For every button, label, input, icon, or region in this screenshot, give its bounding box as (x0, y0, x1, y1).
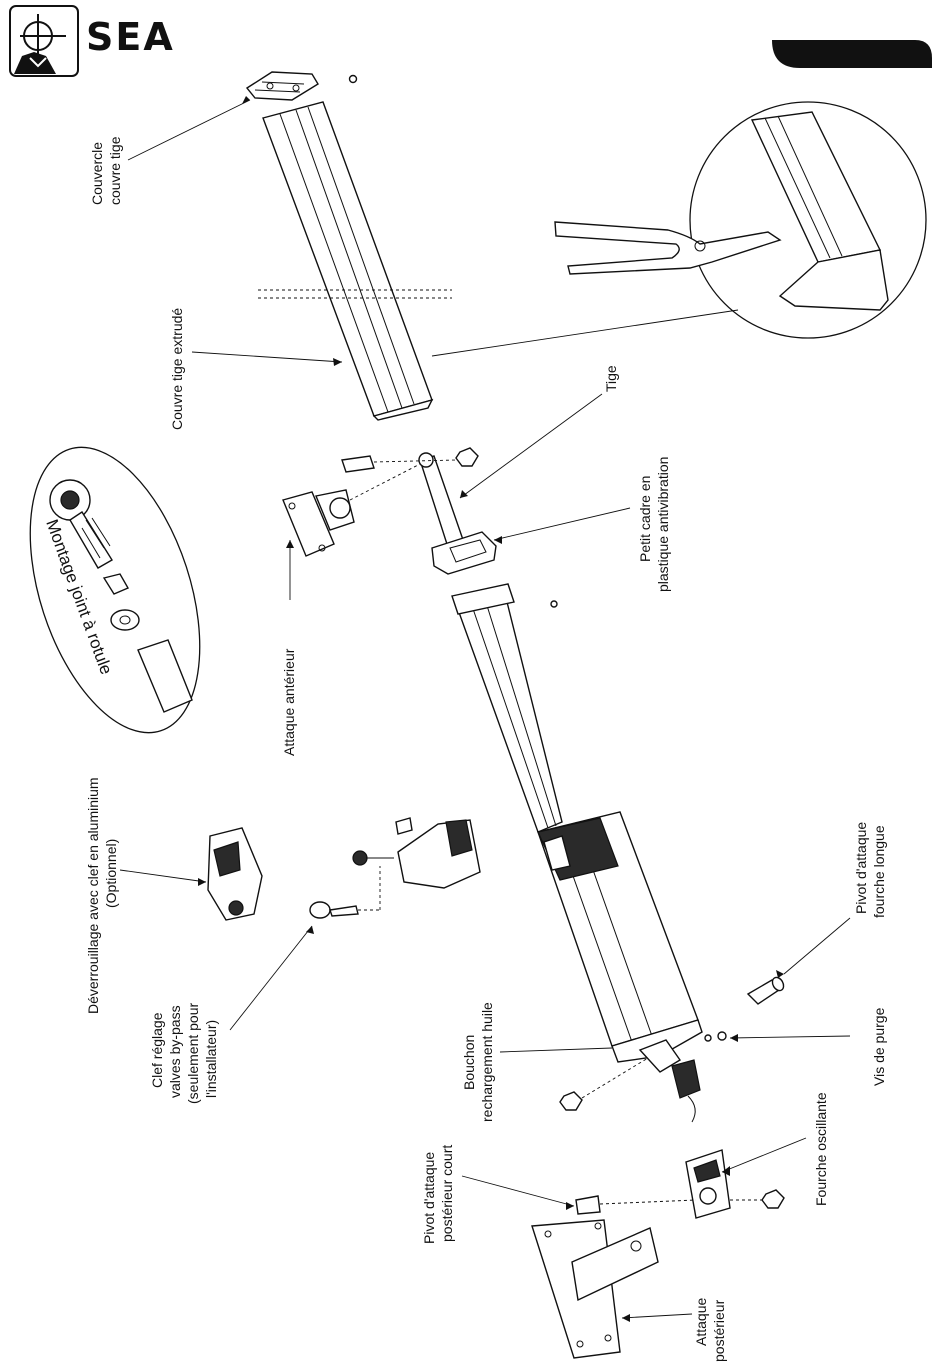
label-clef-reglage: Clef réglage valves by-pass (seulement p… (149, 1002, 219, 1104)
short-pivot-pin (575, 1195, 601, 1215)
label-couvercle: Couvercle couvre tige (89, 136, 123, 205)
label-deverrouillage: Déverrouillage avec clef en aluminium (O… (85, 777, 119, 1014)
label-couvercle-line2: couvre tige (107, 136, 123, 205)
label-bouchon-line2: rechargement huile (479, 1002, 495, 1122)
label-clef-line3: (seulement pour (185, 1002, 201, 1104)
label-bouchon-line1: Bouchon (461, 1035, 477, 1090)
label-bouchon: Bouchon rechargement huile (461, 1002, 495, 1122)
nut-icon (455, 447, 479, 467)
label-pivot-long: Pivot d'attaque fourche longue (853, 822, 887, 918)
label-deverrouillage-line1: Déverrouillage avec clef en aluminium (85, 777, 101, 1014)
sea-logo: SEA (9, 5, 175, 77)
label-clef-line2: valves by-pass (167, 1005, 183, 1098)
bolt-icon (341, 455, 375, 473)
label-attaque-post-line1: Attaque (693, 1298, 709, 1346)
unlock-assembly (352, 817, 481, 889)
label-pivot-court-line2: postérieur court (439, 1145, 455, 1242)
page-tab-marker (772, 40, 932, 68)
label-clef-line1: Clef réglage (149, 1012, 165, 1088)
extruded-rod-cover (262, 101, 434, 421)
cover-cap (245, 71, 358, 101)
unlock-cover (207, 827, 263, 921)
cap-screw-icon (348, 74, 358, 84)
label-petit-cadre-line1: Petit cadre en (637, 476, 653, 562)
label-attaque-post-line2: postérieur (711, 1299, 727, 1362)
label-petit-cadre: Petit cadre en plastique antivibration (637, 457, 671, 592)
label-attaque-anterieur: Attaque antérieur (281, 648, 297, 756)
label-pivot-court: Pivot d'attaque postérieur court (421, 1145, 455, 1244)
label-vis-purge: Vis de purge (871, 1007, 887, 1086)
label-pivot-long-line1: Pivot d'attaque (853, 822, 869, 914)
label-couvercle-line1: Couvercle (89, 142, 105, 205)
brand-name: SEA (86, 15, 175, 59)
oscillating-fork (685, 1149, 785, 1219)
label-tige: Tige (603, 365, 619, 392)
rear-attachment (531, 1219, 659, 1359)
nut-icon (761, 1189, 785, 1209)
ball-joint-detail (29, 446, 201, 734)
anti-vibration-frame (431, 531, 497, 575)
front-attachment (282, 447, 479, 557)
label-pivot-long-line2: fourche longue (871, 825, 887, 918)
label-clef-line4: l'installateur) (203, 1020, 219, 1098)
nut-icon (559, 1091, 583, 1111)
purge-screw (704, 1031, 727, 1042)
small-screw-icon (550, 600, 558, 608)
cylinder-body (451, 583, 703, 1123)
label-petit-cadre-line2: plastique antivibration (655, 457, 671, 592)
label-couvre-tige-extrude: Couvre tige extrudé (169, 308, 185, 430)
label-attaque-posterieur: Attaque postérieur (693, 1298, 727, 1362)
label-deverrouillage-line2: (Optionnel) (103, 839, 119, 908)
long-pivot-pin (746, 976, 785, 1005)
purge-screw-icon (717, 1031, 727, 1041)
detail-zoom-fork (554, 101, 927, 339)
label-fourche: Fourche oscillante (813, 1092, 829, 1206)
label-pivot-court-line1: Pivot d'attaque (421, 1152, 437, 1244)
detail-leader (431, 309, 739, 357)
bypass-key (309, 901, 359, 919)
